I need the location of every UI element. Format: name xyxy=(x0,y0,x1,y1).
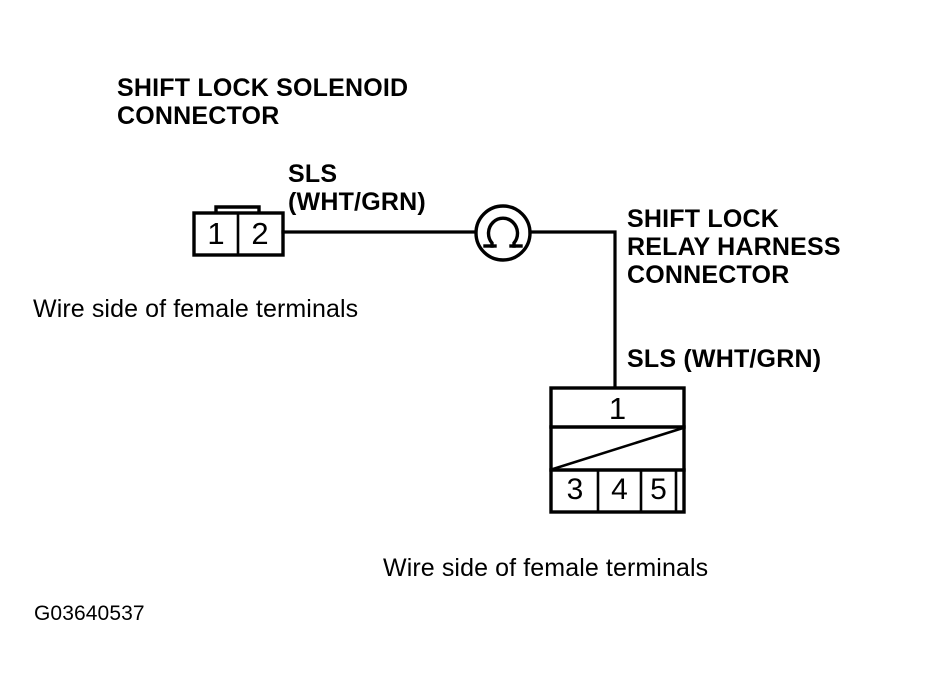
ohm-symbol-glyph xyxy=(486,216,520,248)
solenoid-pin-1: 1 xyxy=(207,216,225,251)
caption-relay-terminals: Wire side of female terminals xyxy=(383,554,709,582)
relay-pin-5: 5 xyxy=(650,473,667,506)
wire-label-relay-side: SLS (WHT/GRN) xyxy=(627,345,822,373)
wire-meter-to-relay xyxy=(528,230,617,390)
wire-label-solenoid-side: SLS (WHT/GRN) xyxy=(288,160,426,216)
relay-harness-connector-title: SHIFT LOCK RELAY HARNESS CONNECTOR xyxy=(627,205,841,289)
relay-connector-diagonal xyxy=(551,426,685,471)
caption-solenoid-terminals: Wire side of female terminals xyxy=(33,295,359,323)
relay-pin-1: 1 xyxy=(608,391,627,426)
relay-pin-3: 3 xyxy=(566,473,584,506)
relay-pin-4: 4 xyxy=(611,473,628,506)
solenoid-connector-tab xyxy=(214,205,261,216)
solenoid-pin-2: 2 xyxy=(251,216,269,251)
figure-id-label: G03640537 xyxy=(34,602,145,625)
solenoid-connector-title: SHIFT LOCK SOLENOID CONNECTOR xyxy=(117,74,409,130)
ohmmeter-circle xyxy=(474,204,532,262)
